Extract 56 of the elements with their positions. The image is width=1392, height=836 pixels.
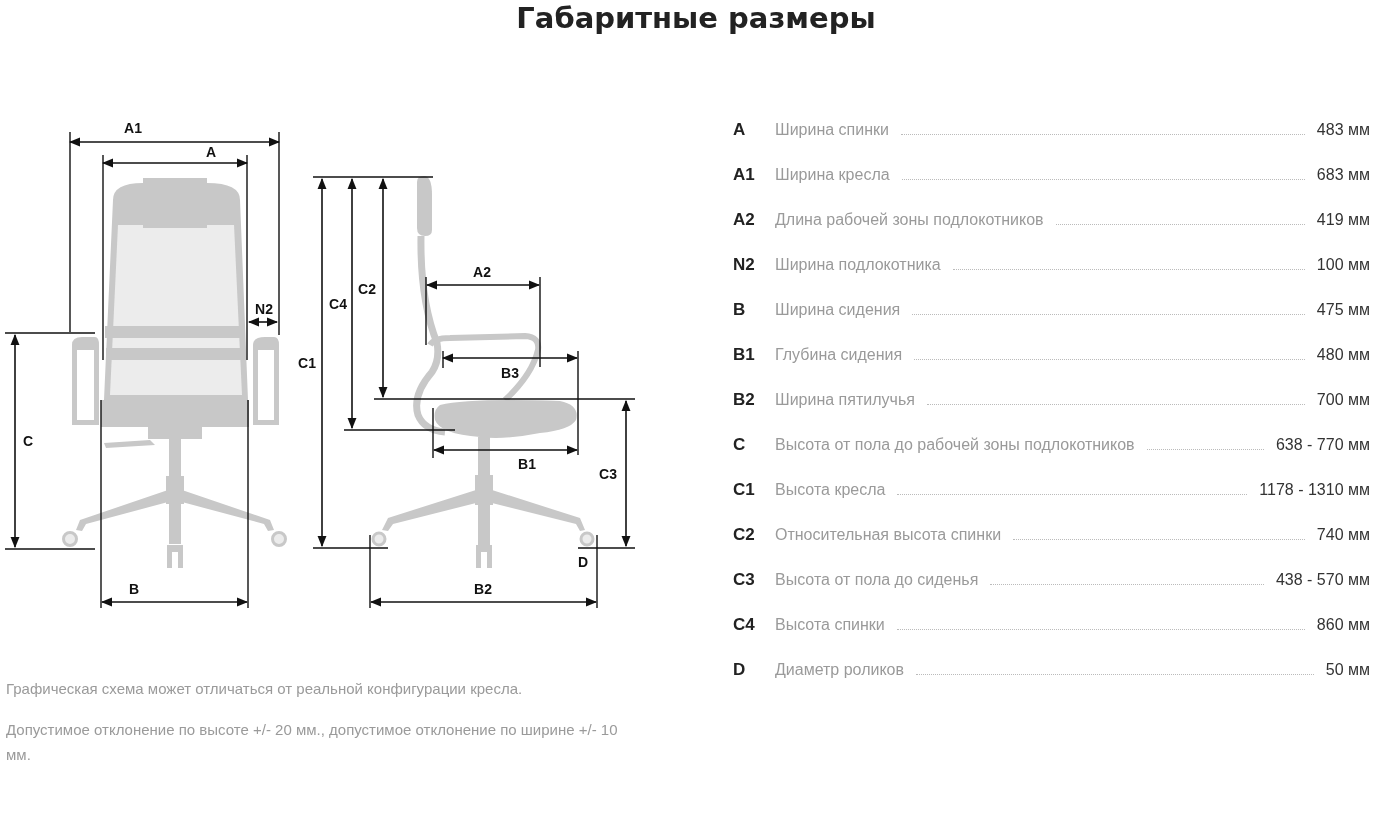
dimension-name: Высота от пола до сиденья xyxy=(775,571,979,589)
dimension-code: N2 xyxy=(733,255,756,275)
dimension-value: 475 мм xyxy=(1316,301,1370,319)
dimension-name: Высота кресла xyxy=(775,481,886,499)
dimension-name: Ширина спинки xyxy=(775,121,889,139)
dimension-value: 438 - 570 мм xyxy=(1275,571,1370,589)
dimension-name: Высота от пола до рабочей зоны подлокотников xyxy=(775,436,1135,454)
dimension-code: C3 xyxy=(733,570,756,590)
dimension-name: Длина рабочей зоны подлокотников xyxy=(775,211,1044,229)
dimension-name: Ширина сидения xyxy=(775,301,901,319)
dimension-letter: A2 xyxy=(473,264,491,280)
dimension-code: A1 xyxy=(733,165,756,185)
dimension-letter: N2 xyxy=(255,301,273,317)
dimension-value: 100 мм xyxy=(1316,256,1370,274)
dimension-code: C4 xyxy=(733,615,756,635)
footnote: Допустимое отклонение по высоте +/- 20 мм., допустимое отклонение по ширине +/- 10 мм. xyxy=(6,720,619,765)
footnote: Графическая схема может отличаться от реальной конфигурации кресла. xyxy=(6,679,524,699)
dimension-letter: C3 xyxy=(599,466,617,482)
dimension-code: C xyxy=(733,435,747,455)
dimension-name: Ширина кресла xyxy=(775,166,890,184)
dimension-name: Ширина пятилучья xyxy=(775,391,915,409)
dimension-value: 419 мм xyxy=(1316,211,1370,229)
dimension-code: A xyxy=(733,120,747,140)
dimension-value: 50 мм xyxy=(1325,661,1370,679)
dimension-letter: B2 xyxy=(474,581,492,597)
dimension-value: 480 мм xyxy=(1316,346,1370,364)
dimension-name: Глубина сидения xyxy=(775,346,903,364)
dimension-letter: B1 xyxy=(518,456,536,472)
dimension-name: Диаметр роликов xyxy=(775,661,904,679)
dimension-value: 700 мм xyxy=(1316,391,1370,409)
dimension-name: Ширина подлокотника xyxy=(775,256,941,274)
dimension-value: 740 мм xyxy=(1316,526,1370,544)
dimension-letter: A xyxy=(205,144,217,160)
dimension-code: B xyxy=(733,300,747,320)
dimension-letter: B3 xyxy=(501,365,519,381)
dimension-code: B1 xyxy=(733,345,756,365)
dimension-value: 483 мм xyxy=(1316,121,1370,139)
dimension-value: 1178 - 1310 мм xyxy=(1259,481,1370,499)
dimension-letter: A1 xyxy=(124,120,142,136)
dimension-code: C1 xyxy=(733,480,756,500)
dimension-value: 683 мм xyxy=(1316,166,1370,184)
dimension-value: 860 мм xyxy=(1316,616,1370,634)
dimension-code: B2 xyxy=(733,390,756,410)
dimension-value: 638 - 770 мм xyxy=(1275,436,1370,454)
dimension-letter: B xyxy=(128,581,140,597)
dimension-code: D xyxy=(733,660,747,680)
dimension-letter: D xyxy=(577,554,589,570)
dimension-letter: C xyxy=(22,433,34,449)
dimension-letter: C4 xyxy=(329,296,347,312)
dimension-code: C2 xyxy=(733,525,756,545)
dimension-letter: C2 xyxy=(358,281,376,297)
dimension-letter: C1 xyxy=(298,355,316,371)
page-title: Габаритные размеры xyxy=(515,0,877,36)
dimension-name: Относительная высота спинки xyxy=(775,526,1002,544)
dimension-name: Высота спинки xyxy=(775,616,885,634)
dimension-code: A2 xyxy=(733,210,756,230)
